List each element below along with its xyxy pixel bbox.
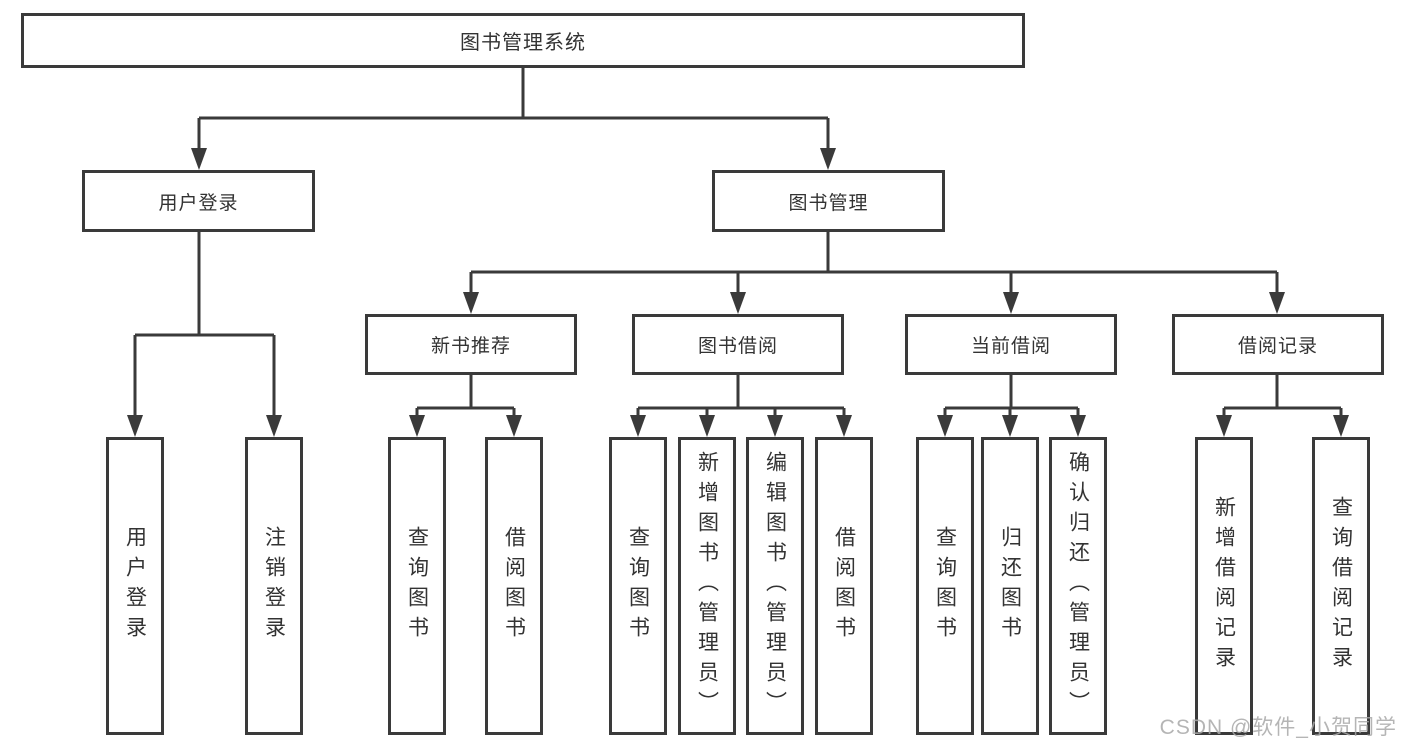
- node-new-book-recommend: 新书推荐: [365, 314, 577, 375]
- leaf-current-return-books-label: 归还图书: [998, 526, 1022, 646]
- node-book-borrowing-label: 图书借阅: [697, 336, 778, 357]
- node-library-system: 图书管理系统: [21, 13, 1025, 68]
- node-new-book-recommend-label: 新书推荐: [430, 336, 511, 357]
- leaf-current-return-books: 归还图书: [981, 437, 1039, 735]
- leaf-records-add-record: 新增借阅记录: [1195, 437, 1253, 735]
- leaf-borrowing-borrow-books: 借阅图书: [815, 437, 873, 735]
- leaf-logout: 注销登录: [245, 437, 303, 735]
- leaf-newrec-borrow-books-label: 借阅图书: [502, 526, 526, 646]
- node-book-borrowing: 图书借阅: [632, 314, 844, 375]
- leaf-current-confirm-return-admin: 确认归还（管理员）: [1049, 437, 1107, 735]
- node-book-management: 图书管理: [712, 170, 945, 232]
- node-borrowing-records: 借阅记录: [1172, 314, 1384, 375]
- leaf-records-query-record: 查询借阅记录: [1312, 437, 1370, 735]
- leaf-borrowing-query-books-label: 查询图书: [626, 526, 650, 646]
- leaf-current-query-books-label: 查询图书: [933, 526, 957, 646]
- node-user-login: 用户登录: [82, 170, 315, 232]
- leaf-user-login: 用户登录: [106, 437, 164, 735]
- leaf-borrowing-borrow-books-label: 借阅图书: [832, 526, 856, 646]
- leaf-records-add-record-label: 新增借阅记录: [1212, 496, 1236, 676]
- leaf-newrec-borrow-books: 借阅图书: [485, 437, 543, 735]
- node-current-borrowing-label: 当前借阅: [970, 336, 1051, 357]
- leaf-records-query-record-label: 查询借阅记录: [1329, 496, 1353, 676]
- leaf-user-login-label: 用户登录: [123, 526, 147, 646]
- leaf-borrowing-edit-books-admin: 编辑图书（管理员）: [746, 437, 804, 735]
- leaf-borrowing-add-books-admin-label: 新增图书（管理员）: [695, 451, 719, 721]
- leaf-borrowing-add-books-admin: 新增图书（管理员）: [678, 437, 736, 735]
- leaf-borrowing-query-books: 查询图书: [609, 437, 667, 735]
- leaf-current-query-books: 查询图书: [916, 437, 974, 735]
- csdn-watermark: CSDN @软件_小贺同学: [1159, 716, 1397, 739]
- leaf-current-confirm-return-admin-label: 确认归还（管理员）: [1066, 451, 1090, 721]
- leaf-borrowing-edit-books-admin-label: 编辑图书（管理员）: [763, 451, 787, 721]
- leaf-newrec-query-books-label: 查询图书: [405, 526, 429, 646]
- node-current-borrowing: 当前借阅: [905, 314, 1117, 375]
- node-borrowing-records-label: 借阅记录: [1237, 336, 1318, 357]
- node-user-login-label: 用户登录: [158, 192, 239, 214]
- node-library-system-label: 图书管理系统: [460, 32, 586, 54]
- node-book-management-label: 图书管理: [788, 192, 869, 214]
- leaf-logout-label: 注销登录: [262, 526, 286, 646]
- leaf-newrec-query-books: 查询图书: [388, 437, 446, 735]
